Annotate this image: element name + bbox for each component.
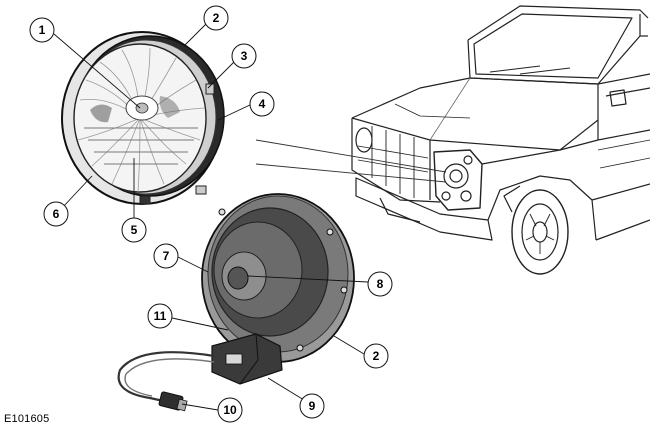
callout-5: 5 [121, 217, 147, 243]
svg-text:1: 1 [39, 23, 46, 37]
svg-text:3: 3 [241, 49, 248, 63]
callout-8: 8 [367, 271, 393, 297]
callout-9: 9 [299, 393, 325, 419]
callout-10: 10 [217, 397, 243, 423]
callout-6: 6 [43, 201, 69, 227]
leader-lines [53, 21, 369, 411]
headlamp-rear-view [117, 193, 355, 412]
callout-1: 1 [29, 17, 55, 43]
callout-2-bottom: 2 [363, 343, 389, 369]
svg-text:8: 8 [377, 277, 384, 291]
vehicle-illustration [351, 5, 650, 275]
svg-text:10: 10 [223, 403, 237, 417]
svg-text:5: 5 [131, 223, 138, 237]
callout-4: 4 [249, 91, 275, 117]
callout-7: 7 [153, 243, 179, 269]
callout-3: 3 [231, 43, 257, 69]
svg-text:4: 4 [259, 97, 266, 111]
svg-text:7: 7 [163, 249, 170, 263]
svg-text:2: 2 [213, 11, 220, 25]
svg-text:6: 6 [53, 207, 60, 221]
svg-text:9: 9 [309, 399, 316, 413]
callout-11: 11 [147, 303, 173, 329]
vehicle-pointer-lines [255, 139, 447, 183]
svg-text:11: 11 [154, 309, 167, 323]
headlamp-front-view [61, 31, 225, 205]
callouts: 1 2 3 4 5 6 7 8 11 2 9 10 [29, 5, 393, 423]
figure-code: E101605 [4, 413, 50, 425]
callout-2-top: 2 [203, 5, 229, 31]
svg-text:2: 2 [373, 349, 380, 363]
